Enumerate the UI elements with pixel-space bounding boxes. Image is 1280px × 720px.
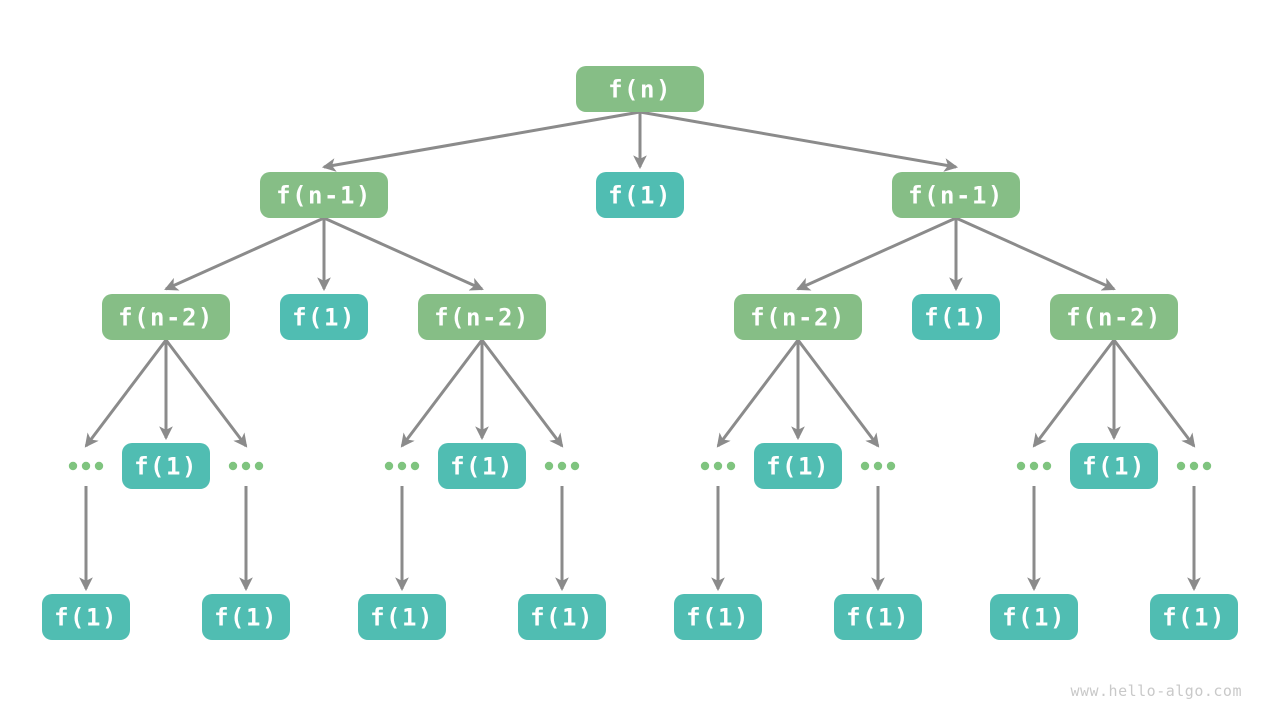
edge-arrow-n2a-d1 — [84, 339, 168, 448]
tree-node-b8: f(1) — [1150, 594, 1238, 640]
edge-arrow-root-n1L — [321, 110, 641, 172]
edge-arrow-n2d-d8 — [1112, 339, 1196, 448]
tree-node-oneL4c: f(1) — [754, 443, 842, 489]
ellipsis-dots-d1 — [68, 461, 104, 471]
tree-node-b2: f(1) — [202, 594, 290, 640]
tree-node-oneL4b: f(1) — [438, 443, 526, 489]
edge-arrow-n2c-d6 — [796, 339, 880, 448]
tree-node-b3: f(1) — [358, 594, 446, 640]
node-label-n2a: f(n-2) — [118, 304, 214, 332]
node-label-oneL4c: f(1) — [766, 453, 830, 481]
ellipsis-dots-d6 — [860, 461, 896, 471]
tree-node-n2c: f(n-2) — [734, 294, 862, 340]
tree-node-oneL3a: f(1) — [280, 294, 368, 340]
node-label-b1: f(1) — [54, 604, 118, 632]
node-label-n2d: f(n-2) — [1066, 304, 1162, 332]
edge-arrow-n2b-d4 — [480, 339, 564, 448]
tree-node-b4: f(1) — [518, 594, 606, 640]
edge-arrow-n2d-d7 — [1032, 339, 1116, 448]
node-label-b5: f(1) — [686, 604, 750, 632]
tree-node-n1R: f(n-1) — [892, 172, 1020, 218]
node-label-b6: f(1) — [846, 604, 910, 632]
edge-arrow-n2c-d5 — [716, 339, 800, 448]
node-label-n2c: f(n-2) — [750, 304, 846, 332]
node-label-b3: f(1) — [370, 604, 434, 632]
edge-arrow-n2b-d3 — [400, 339, 484, 448]
ellipsis-dots-d8 — [1176, 461, 1212, 471]
ellipsis-dots-d4 — [544, 461, 580, 471]
edge-arrow-n1R-n2c — [796, 216, 957, 291]
tree-node-oneL3b: f(1) — [912, 294, 1000, 340]
ellipsis-dots-d2 — [228, 461, 264, 471]
tree-node-b7: f(1) — [990, 594, 1078, 640]
tree-node-b6: f(1) — [834, 594, 922, 640]
node-label-oneL4a: f(1) — [134, 453, 198, 481]
watermark: www.hello-algo.com — [1070, 682, 1242, 700]
node-label-b7: f(1) — [1002, 604, 1066, 632]
node-label-b2: f(1) — [214, 604, 278, 632]
edge-arrow-n1L-n2b — [323, 216, 484, 291]
node-label-oneL2: f(1) — [608, 182, 672, 210]
node-label-n2b: f(n-2) — [434, 304, 530, 332]
node-label-oneL4b: f(1) — [450, 453, 514, 481]
tree-node-n2d: f(n-2) — [1050, 294, 1178, 340]
edge-arrow-n2a-d2 — [164, 339, 248, 448]
tree-node-n2a: f(n-2) — [102, 294, 230, 340]
ellipsis-dots-d5 — [700, 461, 736, 471]
tree-node-oneL2: f(1) — [596, 172, 684, 218]
node-label-n1R: f(n-1) — [908, 182, 1004, 210]
tree-node-n1L: f(n-1) — [260, 172, 388, 218]
ellipsis-dots-d7 — [1016, 461, 1052, 471]
node-label-oneL3b: f(1) — [924, 304, 988, 332]
node-label-b4: f(1) — [530, 604, 594, 632]
tree-node-b1: f(1) — [42, 594, 130, 640]
node-label-oneL3a: f(1) — [292, 304, 356, 332]
node-label-oneL4d: f(1) — [1082, 453, 1146, 481]
node-label-n1L: f(n-1) — [276, 182, 372, 210]
edge-arrow-n1L-n2a — [164, 216, 325, 291]
tree-node-n2b: f(n-2) — [418, 294, 546, 340]
node-label-b8: f(1) — [1162, 604, 1226, 632]
ellipsis-dots-d3 — [384, 461, 420, 471]
edge-arrow-n1R-n2d — [955, 216, 1116, 291]
tree-node-root: f(n) — [576, 66, 704, 112]
edge-arrow-root-n1R — [639, 110, 959, 172]
tree-node-oneL4d: f(1) — [1070, 443, 1158, 489]
tree-node-b5: f(1) — [674, 594, 762, 640]
node-label-root: f(n) — [608, 76, 672, 104]
tree-node-oneL4a: f(1) — [122, 443, 210, 489]
